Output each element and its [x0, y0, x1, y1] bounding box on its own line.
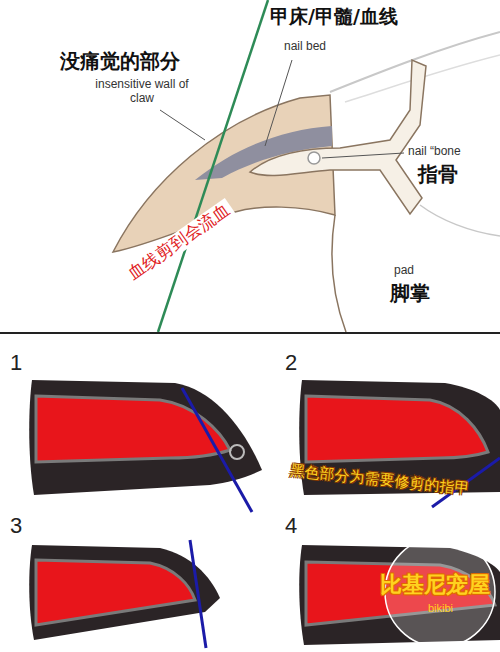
part-name: 甲床/甲髓/血线 [270, 6, 398, 28]
part-name: 脚掌 [390, 282, 430, 305]
callout-number: 2 [285, 350, 297, 375]
leader-line [265, 60, 292, 146]
marker-dot [230, 445, 244, 459]
leader-line [322, 153, 404, 158]
part-name: 没痛觉的部分 [60, 50, 180, 73]
callout-number: 1 [10, 350, 22, 375]
quick [306, 396, 488, 462]
pad-outline [332, 215, 346, 332]
watermark: bikibi [428, 602, 453, 615]
divider [0, 332, 500, 334]
part-name: nail “bone [408, 145, 461, 159]
part-name: insensitive wall of claw [82, 78, 202, 106]
cut-line [182, 388, 252, 512]
callout-number: 3 [10, 513, 22, 538]
warning-note: 血线剪到会流血 [122, 198, 236, 286]
leader-dot [308, 152, 320, 164]
pad-outline [420, 205, 500, 236]
leader-line [160, 110, 205, 140]
note: 黑色部分为需要修剪的指甲 [289, 462, 470, 498]
part-name: pad [394, 264, 414, 278]
cut-line [190, 540, 206, 648]
watermark: 比基尼宠屋 [380, 572, 490, 597]
part-name: nail bed [284, 40, 326, 54]
nail-bone [250, 60, 426, 214]
quick [36, 560, 195, 625]
callout-number: 4 [285, 513, 297, 538]
quick [36, 396, 230, 462]
claw-shape [29, 380, 262, 495]
part-name: 指骨 [418, 163, 458, 186]
